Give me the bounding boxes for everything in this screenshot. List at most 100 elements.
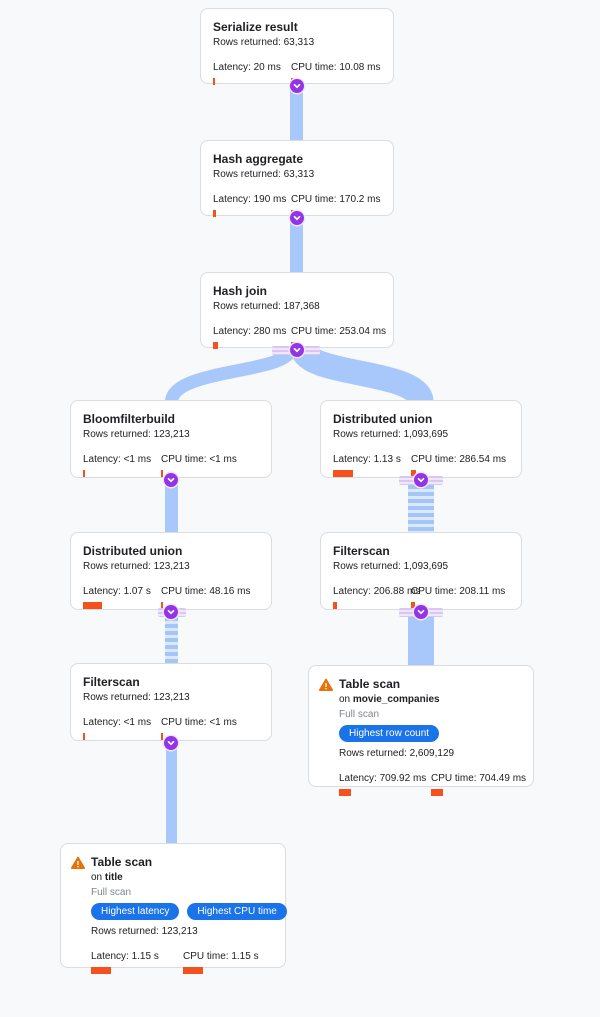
cpu-value: CPU time: <1 ms: [161, 717, 237, 728]
plan-node-table-scan-movie-companies[interactable]: Table scan on movie_companies Full scan …: [308, 665, 534, 796]
cpu-bar: [431, 789, 443, 796]
cpu-value: CPU time: 48.16 ms: [161, 586, 251, 597]
edge-filterscan-right-to-tablescan-right: [408, 610, 434, 665]
node-title: Bloomfilterbuild: [83, 412, 175, 426]
plan-node-distributed-union-right[interactable]: Distributed union Rows returned: 1,093,6…: [320, 400, 522, 478]
cpu-bar: [183, 967, 203, 974]
node-title: Distributed union: [333, 412, 433, 426]
plan-node-hash-aggregate[interactable]: Hash aggregate Rows returned: 63,313 Lat…: [200, 140, 394, 217]
cpu-value: CPU time: 170.2 ms: [291, 194, 381, 205]
node-title: Hash aggregate: [213, 152, 304, 166]
latency-bar: [83, 470, 85, 477]
collapse-chevron-hashjoin[interactable]: [290, 343, 304, 357]
chevron-down-icon: [293, 347, 301, 353]
node-title: Table scan: [91, 855, 153, 869]
badge-highest-latency: Highest latency: [91, 903, 180, 920]
latency-value: Latency: <1 ms: [83, 454, 152, 465]
node-title: Filterscan: [83, 675, 140, 689]
scan-target: on movie_companies: [339, 694, 440, 705]
collapse-chevron-dunion-right[interactable]: [414, 473, 428, 487]
latency-bar: [213, 210, 216, 217]
latency-value: Latency: <1 ms: [83, 717, 152, 728]
cpu-bar: [161, 602, 163, 609]
plan-node-hash-join[interactable]: Hash join Rows returned: 187,368 Latency…: [200, 272, 394, 349]
scan-type: Full scan: [91, 887, 132, 898]
edge-dunion-left-to-filterscan-left: [165, 610, 178, 663]
node-title: Table scan: [339, 677, 401, 691]
latency-value: Latency: 709.92 ms: [339, 773, 427, 784]
latency-bar: [83, 733, 85, 740]
latency-value: Latency: 1.15 s: [91, 951, 159, 962]
node-title: Hash join: [213, 284, 268, 298]
latency-bar: [339, 789, 351, 796]
rows-returned: Rows returned: 123,213: [83, 561, 190, 572]
latency-value: Latency: 20 ms: [213, 62, 281, 73]
collapse-chevron-serialize[interactable]: [290, 79, 304, 93]
latency-value: Latency: 280 ms: [213, 326, 287, 337]
collapse-chevron-filterscan-left[interactable]: [164, 736, 178, 750]
latency-value: Latency: 1.07 s: [83, 586, 151, 597]
chevron-down-icon: [167, 609, 175, 615]
chevron-down-icon: [417, 609, 425, 615]
latency-value: Latency: 206.88 ms: [333, 586, 421, 597]
latency-bar: [83, 602, 102, 609]
cpu-value: CPU time: 208.11 ms: [411, 586, 506, 597]
rows-returned: Rows returned: 63,313: [213, 169, 315, 180]
edge-serialize-to-hashagg: [290, 84, 303, 140]
plan-node-distributed-union-left[interactable]: Distributed union Rows returned: 123,213…: [70, 532, 272, 610]
latency-bar: [213, 342, 218, 349]
latency-bar: [333, 602, 337, 609]
rows-returned: Rows returned: 123,213: [83, 692, 190, 703]
warning-icon: [318, 677, 334, 693]
latency-bar: [91, 967, 111, 974]
cpu-value: CPU time: <1 ms: [161, 454, 237, 465]
chevron-down-icon: [293, 215, 301, 221]
chevron-down-icon: [417, 477, 425, 483]
cpu-value: CPU time: 704.49 ms: [431, 773, 527, 784]
cpu-value: CPU time: 286.54 ms: [411, 454, 507, 465]
scan-target: on title: [91, 872, 123, 883]
rows-returned: Rows returned: 1,093,695: [333, 429, 449, 440]
collapse-chevron-bloom[interactable]: [164, 473, 178, 487]
edge-filterscan-left-to-tablescan-left: [166, 741, 177, 843]
cpu-bar: [411, 470, 416, 477]
warning-icon: [70, 855, 86, 871]
node-title: Distributed union: [83, 544, 183, 558]
cpu-value: CPU time: 1.15 s: [183, 951, 259, 962]
plan-node-table-scan-title[interactable]: Table scan on title Full scan Highest la…: [60, 843, 287, 974]
edge-bloom-to-dunion-left: [165, 478, 178, 532]
plan-node-filterscan-left[interactable]: Filterscan Rows returned: 123,213 Latenc…: [70, 663, 272, 741]
collapse-chevron-filterscan-right[interactable]: [414, 605, 428, 619]
cpu-value: CPU time: 253.04 ms: [291, 326, 387, 337]
plan-node-bloomfilterbuild[interactable]: Bloomfilterbuild Rows returned: 123,213 …: [70, 400, 272, 478]
edge-hashagg-to-hashjoin: [290, 216, 303, 272]
edge-dunion-right-to-filterscan-right: [408, 478, 434, 532]
node-title: Filterscan: [333, 544, 390, 558]
badge-highest-row-count: Highest row count: [339, 725, 440, 742]
chevron-down-icon: [293, 83, 301, 89]
cpu-value: CPU time: 10.08 ms: [291, 62, 381, 73]
latency-bar: [333, 470, 353, 477]
plan-node-serialize-result[interactable]: Serialize result Rows returned: 63,313 L…: [200, 8, 394, 85]
collapse-chevron-hashagg[interactable]: [290, 211, 304, 225]
edge-hashjoin-fork: [165, 348, 434, 402]
rows-returned: Rows returned: 2,609,129: [339, 748, 455, 759]
rows-returned: Rows returned: 1,093,695: [333, 561, 449, 572]
rows-returned: Rows returned: 63,313: [213, 37, 315, 48]
cpu-bar: [161, 470, 163, 477]
cpu-bar: [161, 733, 163, 740]
rows-returned: Rows returned: 123,213: [83, 429, 190, 440]
latency-bar: [213, 78, 215, 85]
badge-highest-cpu-time: Highest CPU time: [187, 903, 287, 920]
collapse-chevron-dunion-left[interactable]: [164, 605, 178, 619]
scan-type: Full scan: [339, 709, 380, 720]
rows-returned: Rows returned: 187,368: [213, 301, 320, 312]
rows-returned: Rows returned: 123,213: [91, 926, 198, 937]
cpu-bar: [411, 602, 415, 609]
plan-node-filterscan-right[interactable]: Filterscan Rows returned: 1,093,695 Late…: [320, 532, 522, 610]
chevron-down-icon: [167, 477, 175, 483]
node-title: Serialize result: [213, 20, 298, 34]
latency-value: Latency: 190 ms: [213, 194, 287, 205]
latency-value: Latency: 1.13 s: [333, 454, 401, 465]
